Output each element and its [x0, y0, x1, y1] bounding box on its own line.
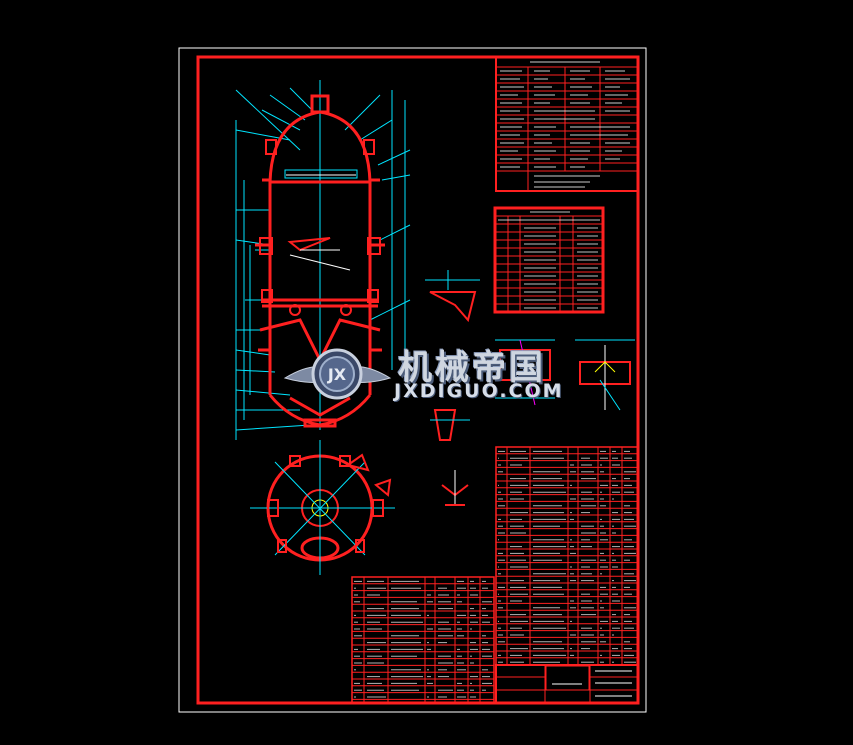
vessel-plan-view: [250, 440, 395, 575]
detail-view-e: [575, 339, 635, 411]
vessel-elevation: [235, 80, 411, 440]
detail-view-d: [495, 339, 555, 406]
nozzle-table: [493, 206, 605, 314]
watermark-url: JXDIGUO.COM: [394, 380, 564, 402]
gear-wings-logo-icon: JX: [283, 348, 392, 400]
sheet-outer-border: [178, 47, 647, 713]
spec-table: [495, 56, 639, 192]
watermark-title: 机械帝国: [398, 348, 546, 388]
title-block: [495, 664, 639, 704]
detail-view-b: [441, 470, 469, 506]
logo-letters: JX: [327, 365, 347, 384]
parts-list-bottom: [351, 576, 495, 704]
watermark: JX 机械帝国 JXDIGUO.COM: [280, 338, 580, 408]
parts-list-right: [495, 446, 639, 666]
detail-view-a: [425, 270, 480, 323]
detail-view-c: [430, 409, 470, 441]
